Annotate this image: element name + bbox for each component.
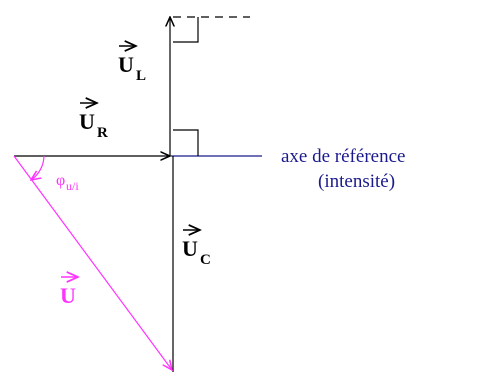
phi-label: φ u/i: [56, 172, 79, 193]
phi-symbol: φ: [56, 172, 65, 189]
ur-label: U R: [79, 103, 108, 141]
phi-angle-arc: [31, 155, 45, 180]
axis-label-line2: (intensité): [318, 171, 395, 192]
ur-label-letter: U: [79, 109, 95, 134]
u-label: U: [60, 277, 78, 308]
ul-label-sub: L: [136, 68, 146, 84]
phi-sub: u/i: [66, 179, 79, 193]
uc-label-letter: U: [182, 236, 198, 261]
right-angle-bottom: [173, 129, 199, 156]
uc-label-sub: C: [200, 252, 211, 268]
axis-label-line1: axe de référence: [281, 146, 405, 167]
uc-label: U C: [182, 230, 211, 268]
ur-label-sub: R: [97, 125, 108, 141]
ul-label: U L: [118, 46, 146, 84]
ul-label-letter: U: [118, 52, 134, 77]
u-label-letter: U: [60, 283, 76, 308]
u-vector-line: [13, 155, 172, 370]
right-angle-top: [173, 17, 199, 43]
